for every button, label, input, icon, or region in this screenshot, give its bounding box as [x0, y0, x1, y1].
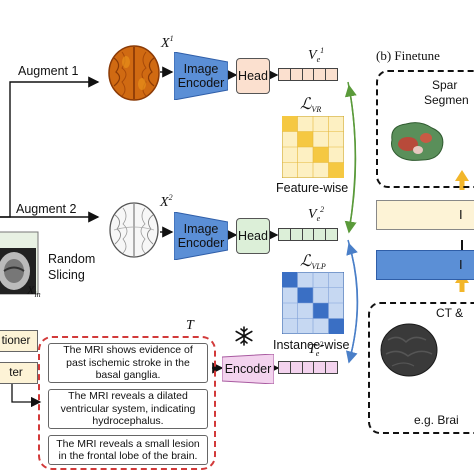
instance-wise-label: Instance-wise [273, 338, 350, 352]
image-encoder-2: Image Encoder [174, 212, 228, 260]
report-text-1: The MRI shows evidence of past ischemic … [48, 343, 208, 383]
tumor-render-icon [391, 122, 444, 161]
feature-wise-label: Feature-wise [276, 181, 349, 195]
image-encoder-1: Image Encoder [174, 52, 228, 100]
snowflake-icon [235, 326, 253, 346]
input-group [368, 302, 474, 434]
loss-vlp-label: ℒVLP [300, 253, 326, 271]
text-feature-vector [278, 361, 339, 374]
eg-label: e.g. Brai [414, 413, 459, 427]
augment1-label: Augment 1 [18, 64, 79, 78]
segmen-label: Segmen [424, 93, 469, 107]
text-reports-group [38, 336, 216, 470]
random-slicing-label: Random Slicing [48, 252, 96, 282]
filter-box: ter [0, 362, 38, 384]
xin-label: Xin [27, 283, 41, 299]
instance-similarity-matrix [282, 272, 344, 334]
x1-label: X1 [161, 34, 174, 51]
loss-vr-label: ℒVR [300, 96, 322, 114]
t-label: T [186, 318, 194, 333]
brain-dark-icon [380, 323, 438, 377]
ve2-label: Ve2 [308, 205, 325, 223]
x2-label: X2 [160, 193, 173, 210]
augment1-arrow [0, 76, 100, 218]
segmentation-group [376, 70, 474, 188]
brain-wireframe-icon [109, 202, 159, 258]
ct-label: CT & [436, 306, 464, 320]
tokenizer-box: tioner [0, 330, 38, 352]
feature-similarity-matrix [282, 116, 344, 178]
text-encoder: Encoder [222, 354, 274, 384]
head-1: Head [236, 58, 270, 94]
head-2: Head [236, 218, 270, 254]
ve1-label: Ve1 [308, 46, 325, 64]
spar-label: Spar [432, 78, 458, 92]
report-text-3: The MRI reveals a small lesion in the fr… [48, 435, 208, 465]
mri-slice-icon [0, 248, 36, 294]
feature-vector-1 [278, 68, 339, 81]
augment2-label: Augment 2 [16, 202, 77, 216]
feature-vector-2 [278, 228, 339, 241]
brain-render-icon [108, 45, 160, 101]
finetune-encoder-box: I [376, 250, 474, 280]
report-text-2: The MRI reveals a dilated ventricular sy… [48, 389, 208, 429]
te2-label: Te2 [308, 340, 324, 358]
finetune-head-box: I [376, 200, 474, 230]
finetune-title: (b) Finetune [376, 48, 440, 63]
